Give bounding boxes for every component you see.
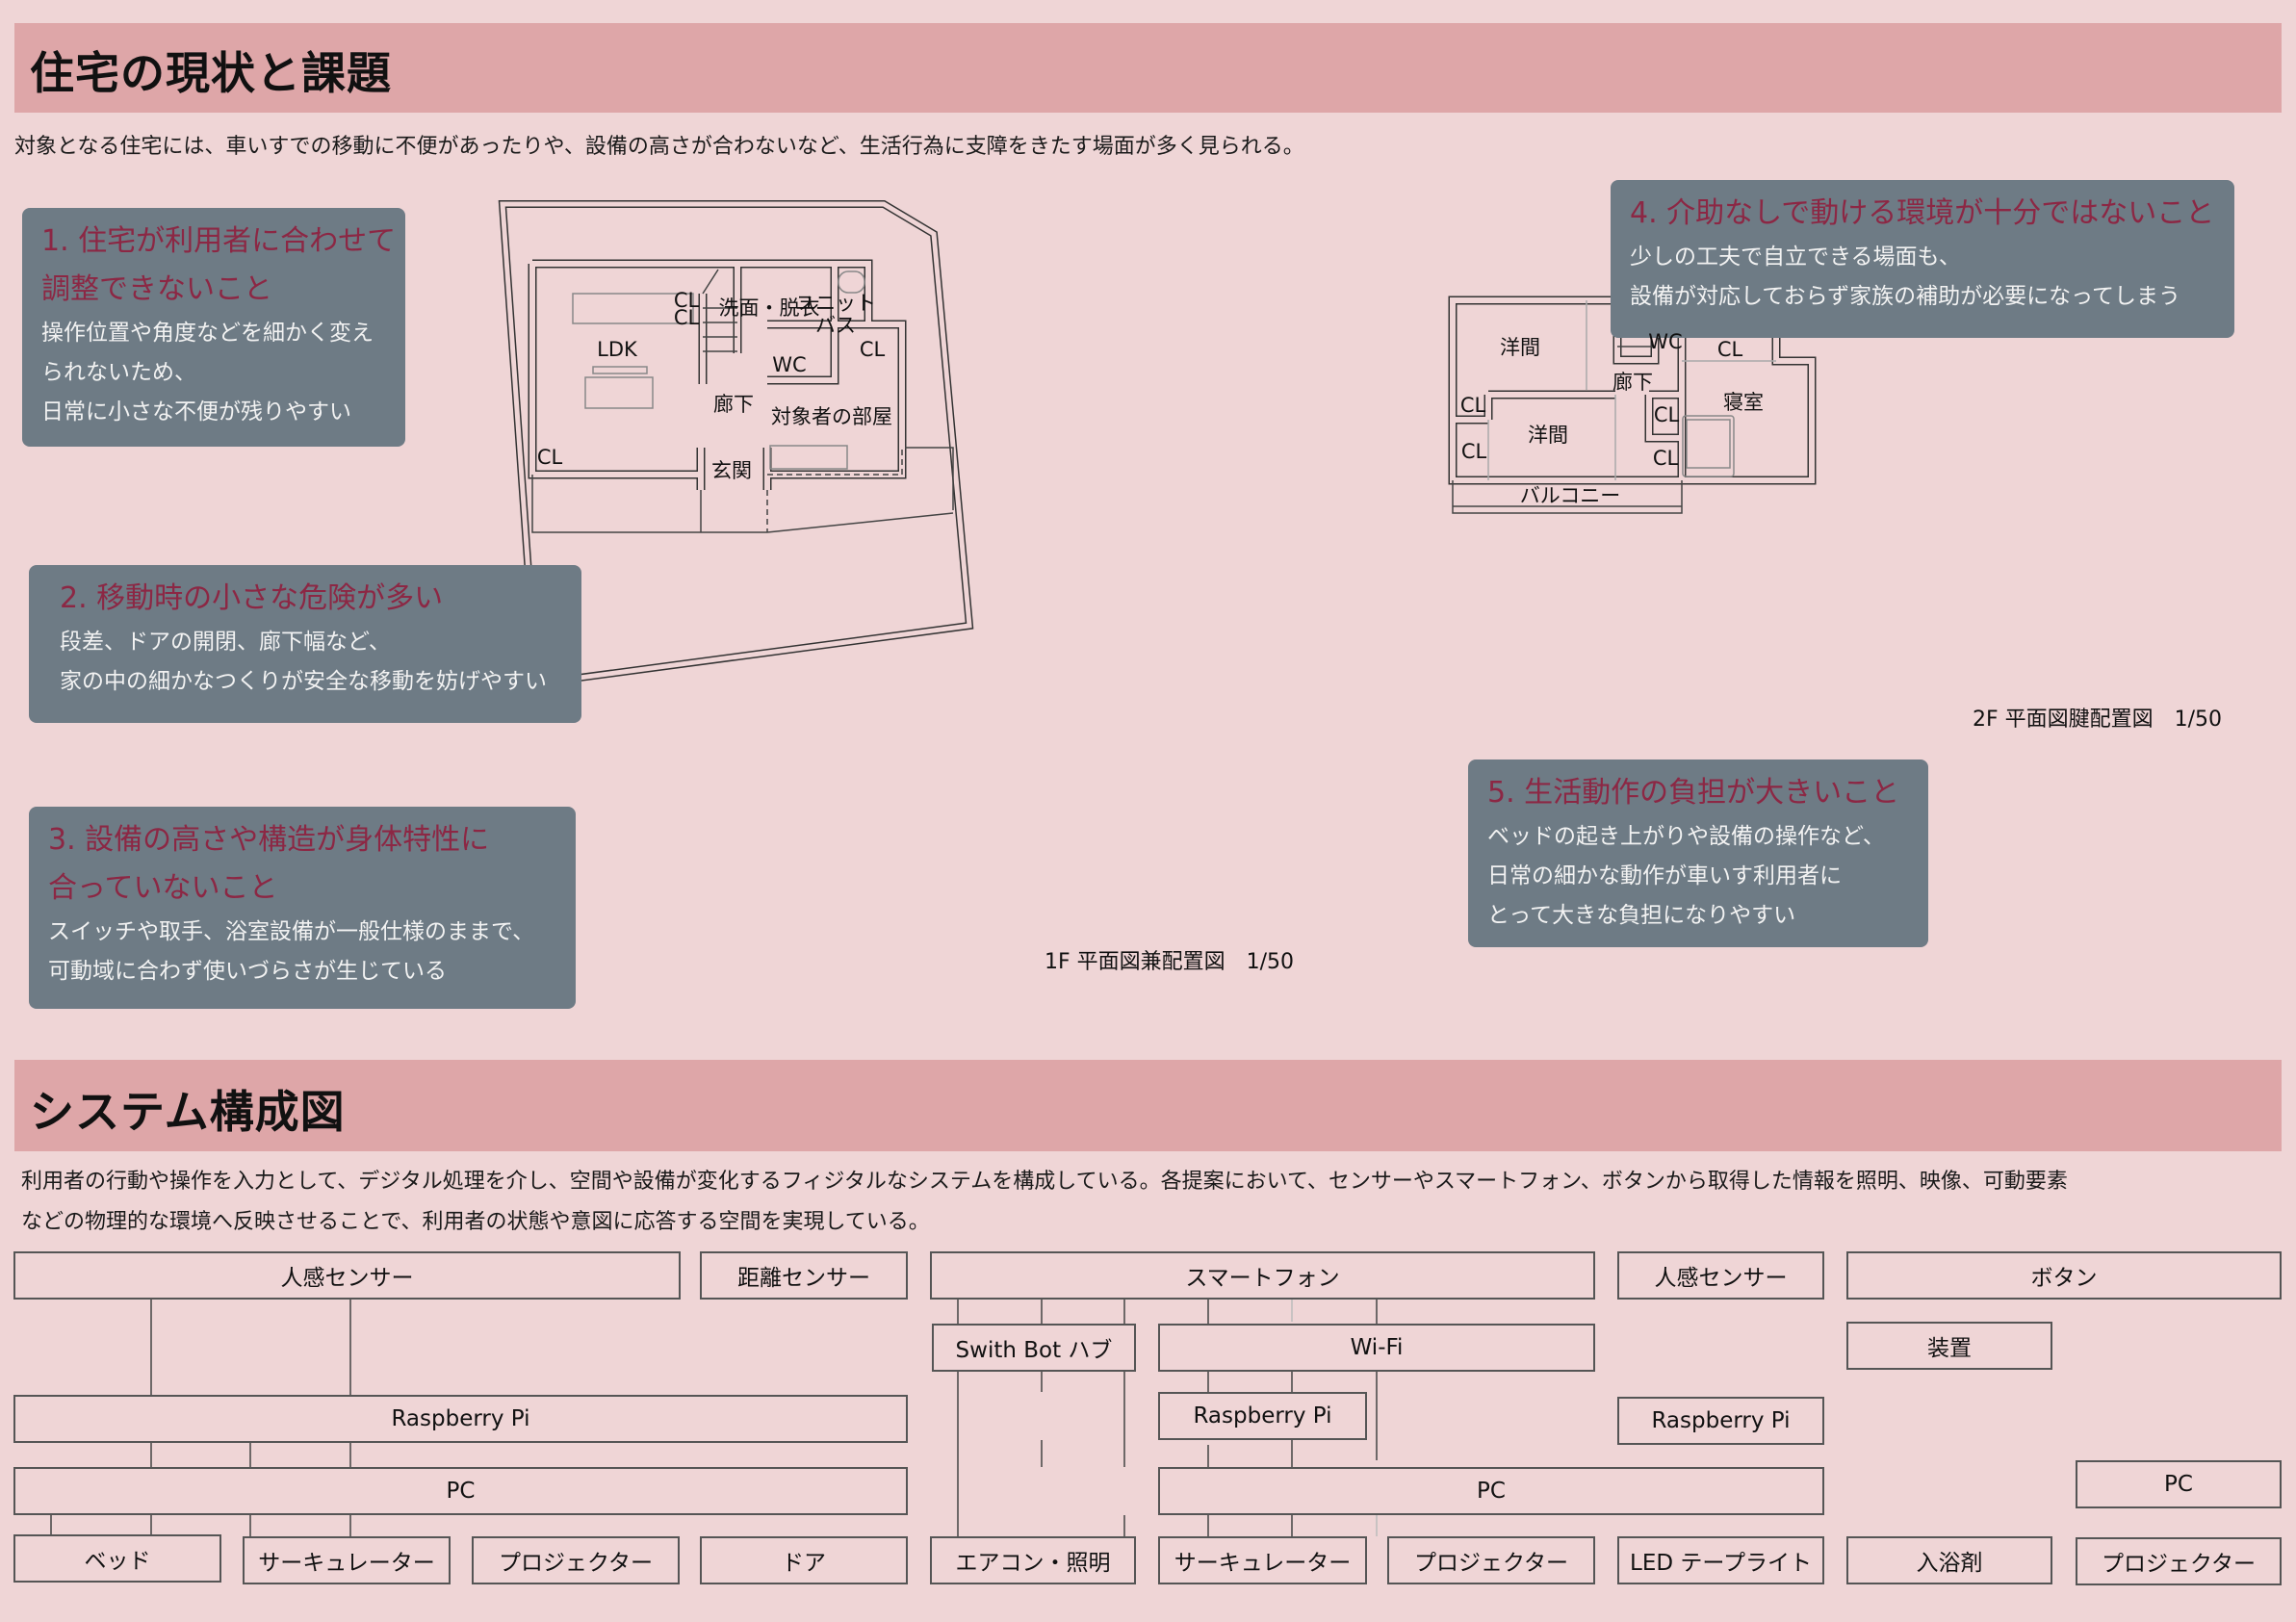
plan-2f-caption: 2F 平面図腱配置図 1/50 bbox=[1973, 708, 2223, 732]
section-title: システム構成図 bbox=[30, 1086, 346, 1138]
node-smartphone: スマートフォン bbox=[930, 1251, 1595, 1300]
issue-title: 2. 移動時の小さな危険が多い bbox=[60, 581, 444, 615]
room-label: CL bbox=[1653, 403, 1680, 426]
room-label: 玄関 bbox=[711, 459, 752, 482]
node-motion-sensor: 人感センサー bbox=[13, 1251, 681, 1300]
room-label: CL bbox=[1716, 338, 1743, 361]
issue-body: 段差、ドアの開閉、廊下幅など、 bbox=[60, 630, 391, 655]
section-header-system: システム構成図 bbox=[14, 1060, 2282, 1151]
issue-card-5: 5. 生活動作の負担が大きいこと ベッドの起き上がりや設備の操作など、 日常の細… bbox=[1468, 760, 1928, 947]
issue-body: 少しの工夫で自立できる場面も、 bbox=[1630, 245, 1961, 270]
issue-title: 5. 生活動作の負担が大きいこと bbox=[1487, 776, 1900, 810]
section-intro-line: などの物理的な環境へ反映させることで、利用者の状態や意図に応答する空間を実現して… bbox=[21, 1210, 930, 1234]
node-bath-additive: 入浴剤 bbox=[1846, 1536, 2052, 1584]
room-label: CL bbox=[1459, 394, 1486, 417]
node-wifi: Wi-Fi bbox=[1158, 1324, 1595, 1372]
room-label: CL bbox=[673, 306, 700, 329]
node-led-tape-light: LED テープライト bbox=[1617, 1536, 1824, 1584]
room-label: CL bbox=[673, 289, 700, 312]
issue-body: 日常の細かな動作が車いす利用者に bbox=[1487, 863, 1842, 888]
room-label: WC bbox=[772, 353, 807, 376]
node-projector: プロジェクター bbox=[1387, 1536, 1595, 1584]
issue-card-2: 2. 移動時の小さな危険が多い 段差、ドアの開閉、廊下幅など、 家の中の細かなつ… bbox=[29, 565, 581, 723]
node-circulator: サーキュレーター bbox=[243, 1536, 451, 1584]
room-label: 対象者の部屋 bbox=[771, 405, 892, 428]
section-intro-line: 利用者の行動や操作を入力として、デジタル処理を介し、空間や設備が変化するフィジタ… bbox=[21, 1170, 2068, 1194]
node-pc: PC bbox=[2076, 1460, 2282, 1508]
node-projector: プロジェクター bbox=[2076, 1537, 2282, 1585]
room-label: 寝室 bbox=[1723, 391, 1764, 414]
room-label: CL bbox=[859, 338, 886, 361]
room-label: バス bbox=[815, 314, 856, 337]
node-aircon-lighting: エアコン・照明 bbox=[930, 1536, 1136, 1584]
room-label: CL bbox=[1652, 447, 1679, 470]
issue-card-3: 3. 設備の高さや構造が身体特性に 合っていないこと スイッチや取手、浴室設備が… bbox=[29, 807, 576, 1009]
node-raspberry-pi: Raspberry Pi bbox=[1158, 1392, 1367, 1440]
section-title: 住宅の現状と課題 bbox=[30, 47, 392, 99]
room-label: 廊下 bbox=[713, 393, 754, 416]
node-pc: PC bbox=[1158, 1467, 1824, 1515]
system-diagram-connectors bbox=[50, 1300, 1378, 1536]
node-motion-sensor: 人感センサー bbox=[1617, 1251, 1824, 1300]
issue-body: とって大きな負担になりやすい bbox=[1487, 903, 1796, 928]
issue-title: 調整できないこと bbox=[41, 272, 272, 306]
room-label: WC bbox=[1648, 330, 1683, 353]
room-label: 洗面・脱衣 bbox=[718, 296, 820, 320]
issue-title: 3. 設備の高さや構造が身体特性に bbox=[48, 823, 490, 857]
issue-body: られないため、 bbox=[41, 360, 196, 385]
issue-body: 操作位置や角度などを細かく変え bbox=[41, 321, 374, 346]
node-distance-sensor: 距離センサー bbox=[700, 1251, 908, 1300]
issue-card-1: 1. 住宅が利用者に合わせて 調整できないこと 操作位置や角度などを細かく変え … bbox=[22, 208, 405, 447]
room-label: ユニット bbox=[795, 292, 876, 315]
node-circulator: サーキュレーター bbox=[1158, 1536, 1367, 1584]
issue-body: 可動域に合わず使いづらさが生じている bbox=[48, 959, 447, 984]
node-switchbot-hub: Swith Bot ハブ bbox=[932, 1324, 1136, 1372]
issue-title: 4. 介助なしで動ける環境が十分ではないこと bbox=[1630, 196, 2215, 230]
room-label: 廊下 bbox=[1612, 371, 1653, 394]
issue-title: 1. 住宅が利用者に合わせて bbox=[41, 224, 397, 258]
room-label: 洋間 bbox=[1500, 336, 1540, 359]
section-intro: 対象となる住宅には、車いすでの移動に不便があったりや、設備の高さが合わないなど、… bbox=[14, 135, 1304, 159]
section-header-housing: 住宅の現状と課題 bbox=[14, 23, 2282, 113]
node-raspberry-pi: Raspberry Pi bbox=[13, 1395, 908, 1443]
issue-title: 合っていないこと bbox=[48, 871, 278, 905]
room-label: LDK bbox=[597, 338, 637, 361]
node-button: ボタン bbox=[1846, 1251, 2282, 1300]
room-label: CL bbox=[1460, 440, 1487, 463]
node-projector: プロジェクター bbox=[472, 1536, 680, 1584]
node-door: ドア bbox=[700, 1536, 908, 1584]
issue-body: 家の中の細かなつくりが安全な移動を妨げやすい bbox=[60, 669, 547, 694]
room-label: CL bbox=[536, 446, 563, 469]
issue-body: 日常に小さな不便が残りやすい bbox=[41, 399, 351, 425]
room-label: 洋間 bbox=[1528, 424, 1568, 447]
node-raspberry-pi: Raspberry Pi bbox=[1617, 1397, 1824, 1445]
node-device: 装置 bbox=[1846, 1322, 2052, 1370]
issue-body: スイッチや取手、浴室設備が一般仕様のままで、 bbox=[48, 919, 535, 944]
node-pc: PC bbox=[13, 1467, 908, 1515]
issue-card-4: 4. 介助なしで動ける環境が十分ではないこと 少しの工夫で自立できる場面も、 設… bbox=[1611, 180, 2234, 338]
issue-body: 設備が対応しておらず家族の補助が必要になってしまう bbox=[1630, 284, 2181, 309]
issue-body: ベッドの起き上がりや設備の操作など、 bbox=[1487, 824, 1885, 849]
room-label: バルコニー bbox=[1519, 484, 1621, 507]
node-bed: ベッド bbox=[13, 1534, 221, 1583]
plan-1f-caption: 1F 平面図兼配置図 1/50 bbox=[1045, 950, 1295, 974]
